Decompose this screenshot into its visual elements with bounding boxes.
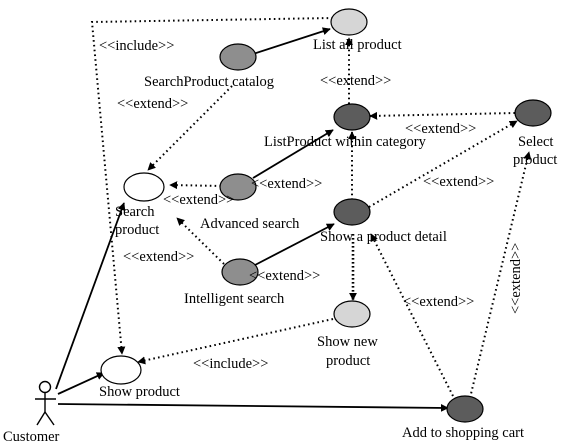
extend-label-cart-detail: <<extend>> xyxy=(403,294,474,310)
use-case-select-product[interactable] xyxy=(514,99,552,127)
use-case-advanced-search[interactable] xyxy=(219,173,257,201)
extend-label-cart-select: <<extend>> xyxy=(508,243,524,314)
extend-label-category-list-all: <<extend>> xyxy=(320,73,391,89)
label-show-product: Show product xyxy=(99,384,180,400)
label-search-product-line2: product xyxy=(115,222,159,238)
edge-intelligent-to-detail xyxy=(254,223,335,266)
extend-label-select-category: <<extend>> xyxy=(405,121,476,137)
label-search-product-catalog: SearchProduct catalog xyxy=(144,74,274,90)
edge-advanced-to-category xyxy=(252,129,334,179)
edge-catalog-to-list-all xyxy=(252,27,331,55)
actor-label: Customer xyxy=(3,429,60,445)
include-label-top: <<include>> xyxy=(99,38,174,54)
extend-edge-intelligent-to-search xyxy=(176,217,225,265)
label-select-product-line1: Select xyxy=(518,134,553,150)
use-case-show-product[interactable] xyxy=(100,355,142,385)
use-case-list-product-within-category[interactable] xyxy=(333,103,371,131)
include-label-bottom: <<include>> xyxy=(193,356,268,372)
label-list-all-product: List all product xyxy=(313,37,402,53)
label-select-product-line2: product xyxy=(513,152,557,168)
label-show-new-product-line1: Show new xyxy=(317,334,378,350)
use-case-show-product-detail[interactable] xyxy=(333,198,371,226)
use-case-list-all-product[interactable] xyxy=(330,8,368,36)
use-case-labels: List all product SearchProduct catalog L… xyxy=(99,37,557,441)
use-case-intelligent-search[interactable] xyxy=(221,258,259,286)
extend-label-intelligent-search: <<extend>> xyxy=(123,249,194,265)
label-show-product-detail: Show a product detail xyxy=(320,229,447,245)
edge-customer-to-show-product xyxy=(57,372,105,395)
label-list-product-within-category: ListProduct within category xyxy=(264,134,427,150)
relation-lines xyxy=(55,17,532,412)
label-show-new-product-line2: product xyxy=(326,353,370,369)
use-case-search-product-catalog[interactable] xyxy=(219,43,257,71)
extend-edge-cart-to-detail xyxy=(370,233,454,397)
extend-label-intelligent-detail: <<extend>> xyxy=(249,268,320,284)
use-case-search-product[interactable] xyxy=(123,172,165,202)
use-case-add-to-shopping-cart[interactable] xyxy=(446,395,484,423)
actor-customer[interactable]: Customer xyxy=(3,380,60,445)
edge-customer-to-cart xyxy=(57,403,449,412)
extend-label-catalog-search: <<extend>> xyxy=(117,96,188,112)
stick-figure-icon xyxy=(35,380,56,426)
edge-customer-to-search xyxy=(55,202,126,390)
use-case-ovals xyxy=(100,8,552,423)
extend-edge-advanced-to-search xyxy=(169,181,222,190)
label-intelligent-search: Intelligent search xyxy=(184,291,285,307)
label-add-to-shopping-cart: Add to shopping cart xyxy=(402,425,524,441)
relation-labels: <<include>> <<extend>> <<extend>> <<exte… xyxy=(99,38,524,372)
extend-edge-select-to-category xyxy=(369,111,516,120)
extend-label-detail-select: <<extend>> xyxy=(423,174,494,190)
label-search-product-line1: Search xyxy=(115,204,155,220)
label-advanced-search: Advanced search xyxy=(200,216,300,232)
extend-edge-catalog-to-search xyxy=(147,85,233,171)
extend-label-advanced-search: <<extend>> xyxy=(163,192,234,208)
extend-label-advanced-category: <<extend>> xyxy=(251,176,322,192)
include-edge-list-all-to-show-product xyxy=(90,17,334,355)
use-case-show-new-product[interactable] xyxy=(333,300,371,328)
